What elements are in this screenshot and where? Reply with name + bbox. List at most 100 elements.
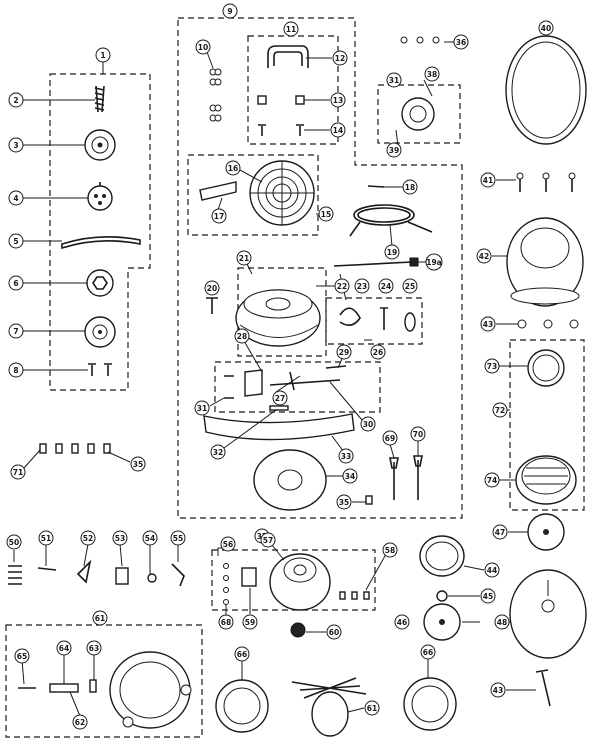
part-64-bar: [49, 683, 79, 693]
svg-text:71: 71: [13, 468, 23, 477]
callout-6: 6: [8, 275, 24, 291]
callout-4: 4: [8, 190, 24, 206]
svg-text:27: 27: [275, 394, 285, 403]
svg-text:44: 44: [487, 566, 497, 575]
callout-27: 27: [272, 390, 288, 406]
group-9-box: [177, 17, 463, 519]
part-19a-wire: [333, 261, 413, 267]
callout-16: 16: [225, 160, 241, 176]
group-61-box: [5, 624, 203, 738]
part-66-ring-left: [215, 679, 269, 733]
svg-text:31: 31: [389, 76, 399, 85]
part-55-clip: [171, 563, 185, 587]
callout-33: 33: [338, 448, 354, 464]
part-48-cover: [509, 569, 587, 659]
part-47-washer: [527, 513, 565, 551]
callout-13: 13: [330, 92, 346, 108]
svg-text:61: 61: [367, 704, 377, 713]
part-19-cord: [349, 185, 433, 237]
svg-text:26: 26: [373, 348, 383, 357]
callout-39: 39: [386, 142, 402, 158]
callout-70: 70: [410, 426, 426, 442]
callout-57-label: 57: [260, 532, 276, 548]
part-38-knob: [401, 97, 435, 131]
part-53-block: [115, 567, 129, 585]
part-20-pin: [206, 297, 218, 314]
part-43-nuts: [517, 319, 579, 329]
part-34-disc: [253, 449, 327, 511]
svg-text:10: 10: [198, 43, 208, 52]
callout-18: 18: [402, 179, 418, 195]
part-14-screws: [258, 124, 304, 136]
svg-text:60: 60: [329, 628, 339, 637]
callout-50: 50: [6, 534, 22, 550]
part-13-clips: [257, 95, 305, 105]
part-3-knob: [84, 129, 116, 161]
svg-text:32: 32: [213, 448, 223, 457]
callout-56: 56: [220, 536, 236, 552]
part-5-strip: [61, 236, 141, 250]
part-57-motor: [269, 553, 331, 611]
callout-20: 20: [204, 280, 220, 296]
svg-text:33: 33: [341, 452, 351, 461]
callout-69: 69: [382, 430, 398, 446]
callout-17: 17: [211, 208, 227, 224]
svg-text:38: 38: [427, 70, 437, 79]
callout-60: 60: [326, 624, 342, 640]
part-29-screw: [325, 365, 347, 369]
callout-21: 21: [236, 250, 252, 266]
part-22-motor-housing: [235, 289, 321, 347]
part-70-probe: [413, 455, 423, 500]
part-41-screws: [516, 172, 576, 192]
group-37-box: [377, 84, 461, 144]
svg-text:73: 73: [487, 362, 497, 371]
callouts: 1 2 3 4 5 6 7 8 9 10 11 12 13 14 15 16 1…: [6, 3, 554, 730]
svg-text:34: 34: [345, 472, 355, 481]
svg-text:36: 36: [456, 38, 466, 47]
svg-text:22: 22: [337, 282, 347, 291]
part-51-pin: [37, 567, 57, 571]
svg-text:29: 29: [339, 348, 349, 357]
callout-2: 2: [8, 92, 24, 108]
svg-text:2: 2: [13, 96, 18, 105]
callout-29: 29: [336, 344, 352, 360]
callout-15: 15: [318, 206, 334, 222]
callout-53: 53: [112, 530, 128, 546]
part-58-tips: [339, 591, 370, 600]
part-50-spring: [8, 565, 22, 585]
parts: [8, 35, 587, 737]
svg-text:13: 13: [333, 96, 343, 105]
callout-3: 3: [8, 137, 24, 153]
svg-text:41: 41: [483, 176, 493, 185]
part-73-ring: [527, 349, 565, 387]
svg-text:46: 46: [397, 618, 407, 627]
callout-62: 62: [72, 714, 88, 730]
svg-text:64: 64: [59, 644, 69, 653]
part-19a-plug: [409, 257, 419, 267]
part-31-screws: [224, 375, 234, 399]
svg-text:50: 50: [9, 538, 19, 547]
callout-40: 40: [538, 20, 554, 36]
svg-text:20: 20: [207, 284, 217, 293]
svg-text:72: 72: [495, 406, 505, 415]
svg-text:7: 7: [13, 327, 18, 336]
group-boxes: [5, 17, 585, 738]
callout-74: 74: [484, 472, 500, 488]
part-52-clip: [76, 559, 92, 584]
part-28-bracket: [244, 369, 263, 397]
callout-46: 46: [394, 614, 410, 630]
callout-7: 7: [8, 323, 24, 339]
part-60-gear: [290, 622, 306, 638]
svg-text:21: 21: [239, 254, 249, 263]
callout-55: 55: [170, 530, 186, 546]
callout-43-upper: 43: [480, 316, 496, 332]
callout-1: 1: [95, 47, 111, 63]
part-32-clip: [269, 405, 289, 411]
part-35-tip: [365, 495, 373, 505]
svg-text:24: 24: [381, 282, 391, 291]
callout-66-left: 66: [234, 646, 250, 662]
svg-text:19: 19: [387, 248, 397, 257]
callout-54: 54: [142, 530, 158, 546]
svg-text:8: 8: [13, 366, 18, 375]
